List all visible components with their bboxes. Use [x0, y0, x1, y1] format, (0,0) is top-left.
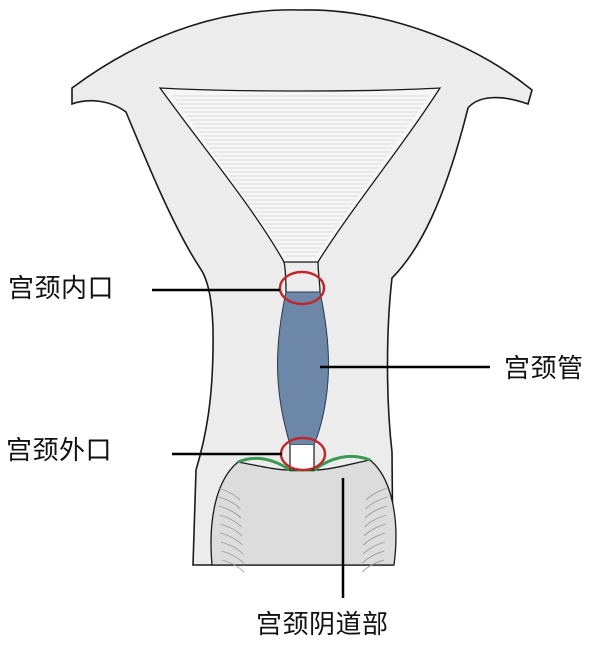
uterus-body	[71, 9, 533, 566]
ruga-right	[365, 496, 388, 510]
vaginal-rugae	[217, 487, 389, 573]
ruga-left	[219, 514, 242, 528]
ruga-right	[363, 523, 387, 537]
uterine-cavity	[158, 87, 442, 263]
cervical-canal-shape	[276, 291, 330, 446]
endometrium-lines	[172, 95, 430, 257]
ruga-left	[221, 550, 244, 564]
ruga-left	[218, 505, 242, 519]
vaginal-portion-label: 宫颈阴道部	[256, 610, 389, 640]
ruga-right	[364, 514, 387, 528]
external-os-label: 宫颈外口	[6, 436, 113, 466]
ruga-left	[218, 496, 241, 510]
ruga-left	[217, 487, 241, 501]
ruga-right	[363, 532, 386, 546]
ruga-left	[220, 532, 243, 546]
ruga-left	[221, 559, 245, 573]
ruga-right	[362, 550, 385, 564]
cervical-canal-label: 宫颈管	[504, 354, 584, 384]
ruga-right	[362, 541, 386, 555]
ruga-left	[220, 541, 244, 555]
ruga-right	[365, 487, 389, 501]
internal-os-marker-circle	[278, 270, 326, 306]
ruga-left	[219, 523, 243, 537]
ruga-right	[361, 559, 385, 573]
ruga-right	[364, 505, 388, 519]
external-os-opening	[289, 445, 315, 471]
internal-os-label: 宫颈内口	[8, 274, 115, 304]
